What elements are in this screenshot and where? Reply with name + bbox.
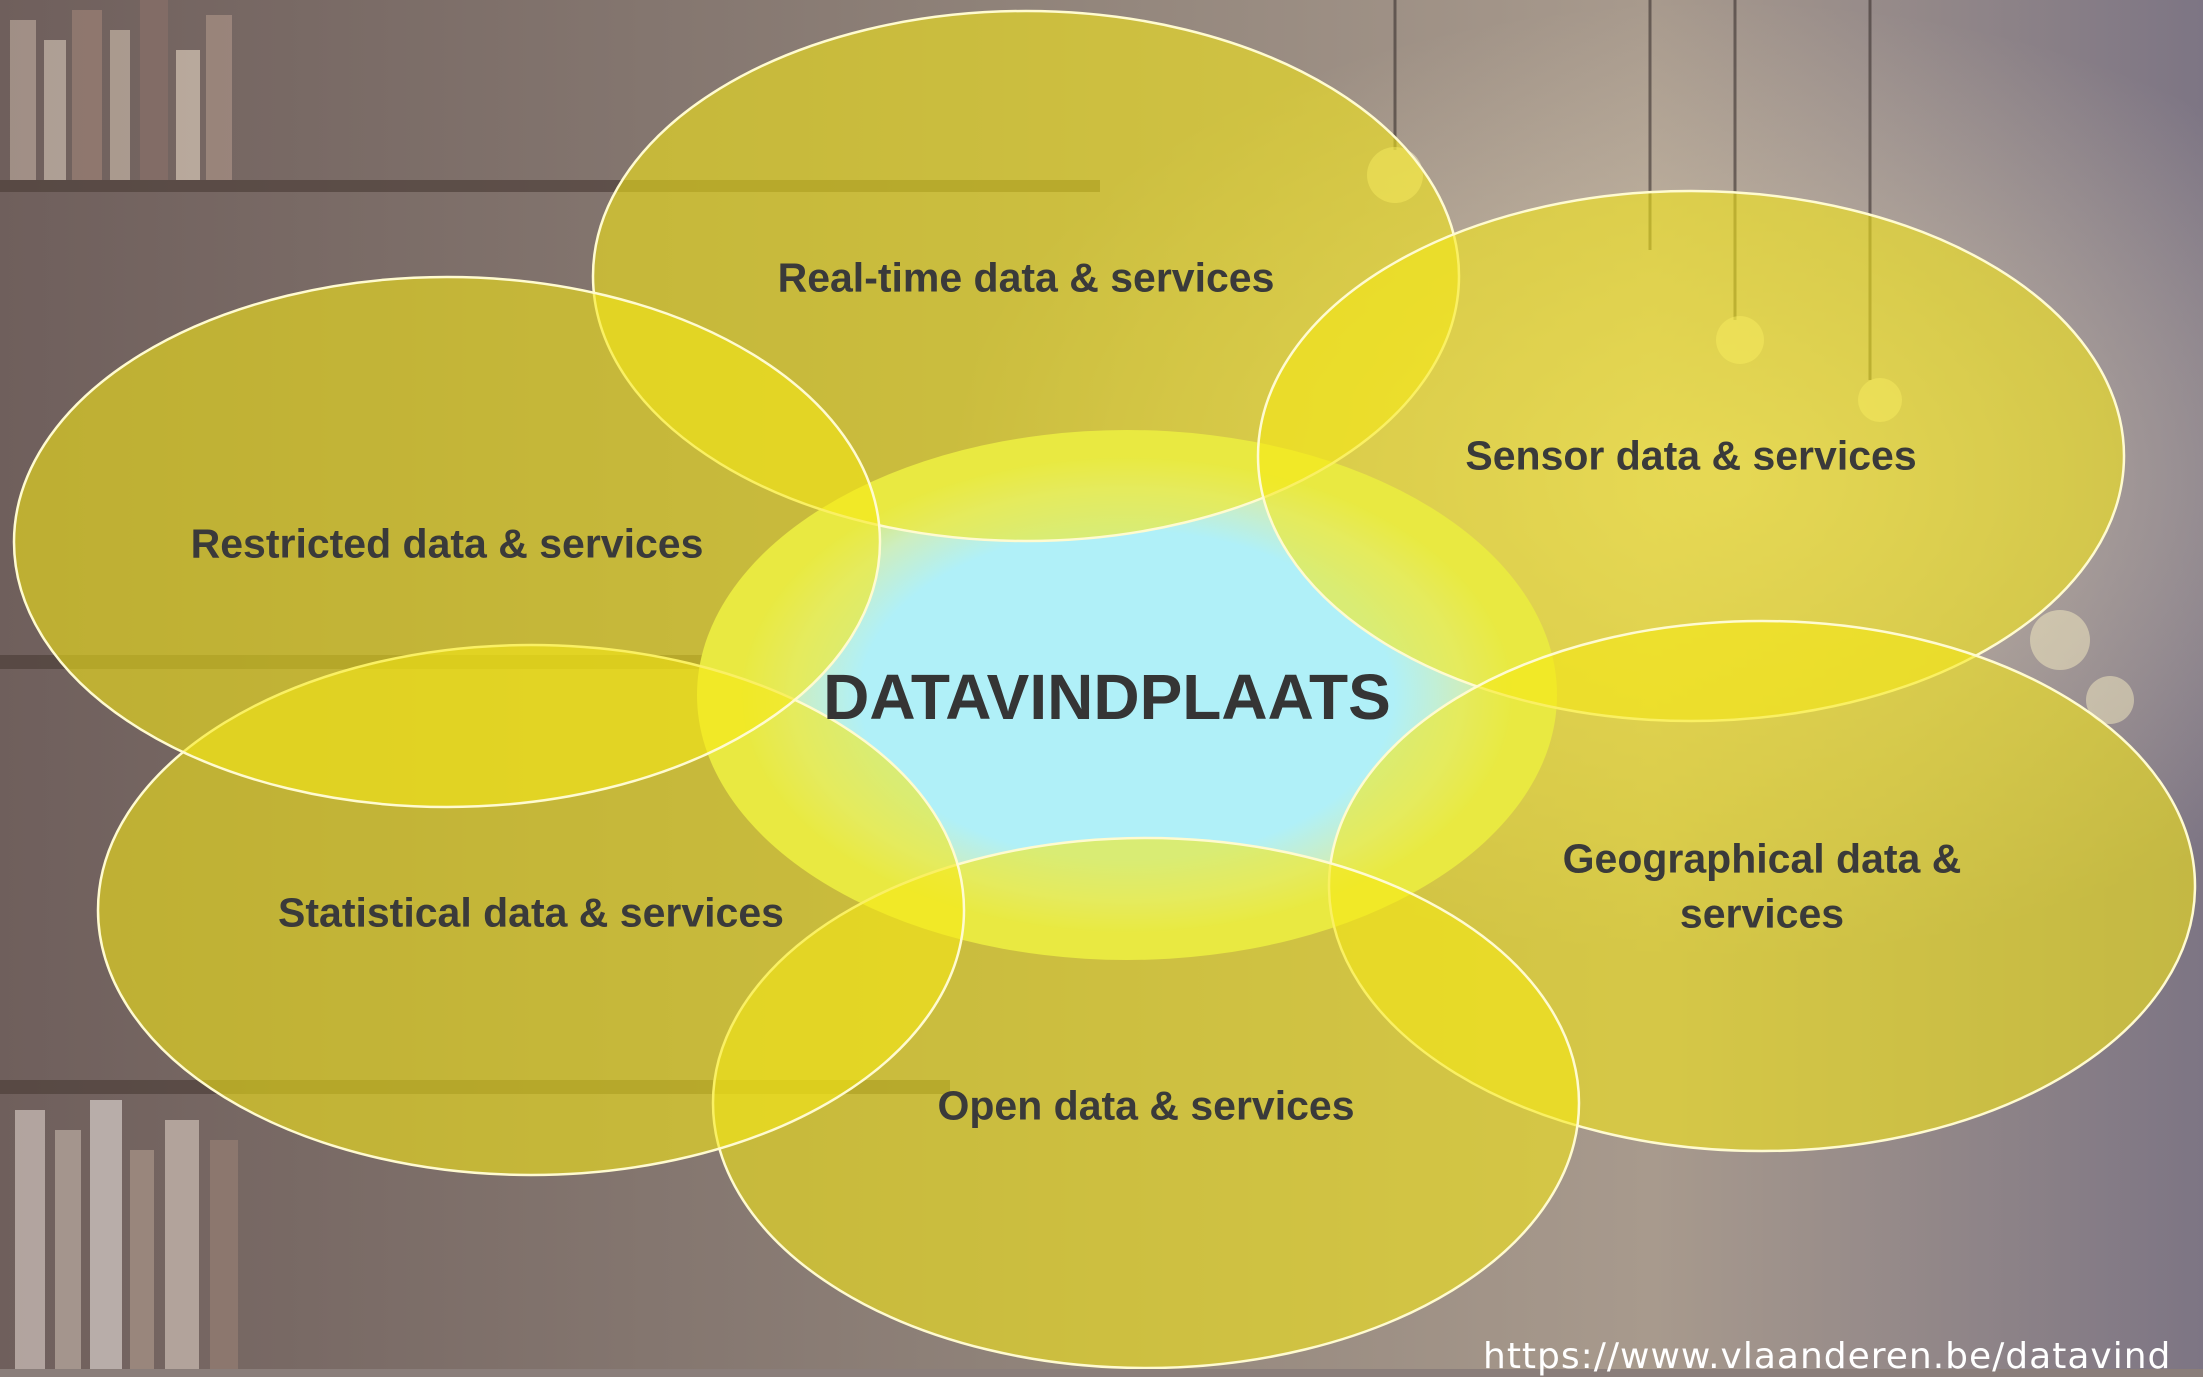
- label-open: Open data & services: [937, 1082, 1355, 1129]
- label-real-time: Real-time data & services: [777, 254, 1275, 301]
- petals: [12, 9, 2197, 1369]
- label-statistical: Statistical data & services: [278, 889, 784, 936]
- center-label: DATAVINDPLAATS: [823, 660, 1391, 733]
- source-url-link[interactable]: https://www.vlaanderen.be/datavind: [1483, 1336, 2172, 1377]
- label-sensor: Sensor data & services: [1465, 432, 1917, 479]
- petal-restricted: [12, 275, 882, 809]
- label-restricted: Restricted data & services: [190, 520, 704, 567]
- label-geographical: Geographical data & services: [1562, 835, 1962, 937]
